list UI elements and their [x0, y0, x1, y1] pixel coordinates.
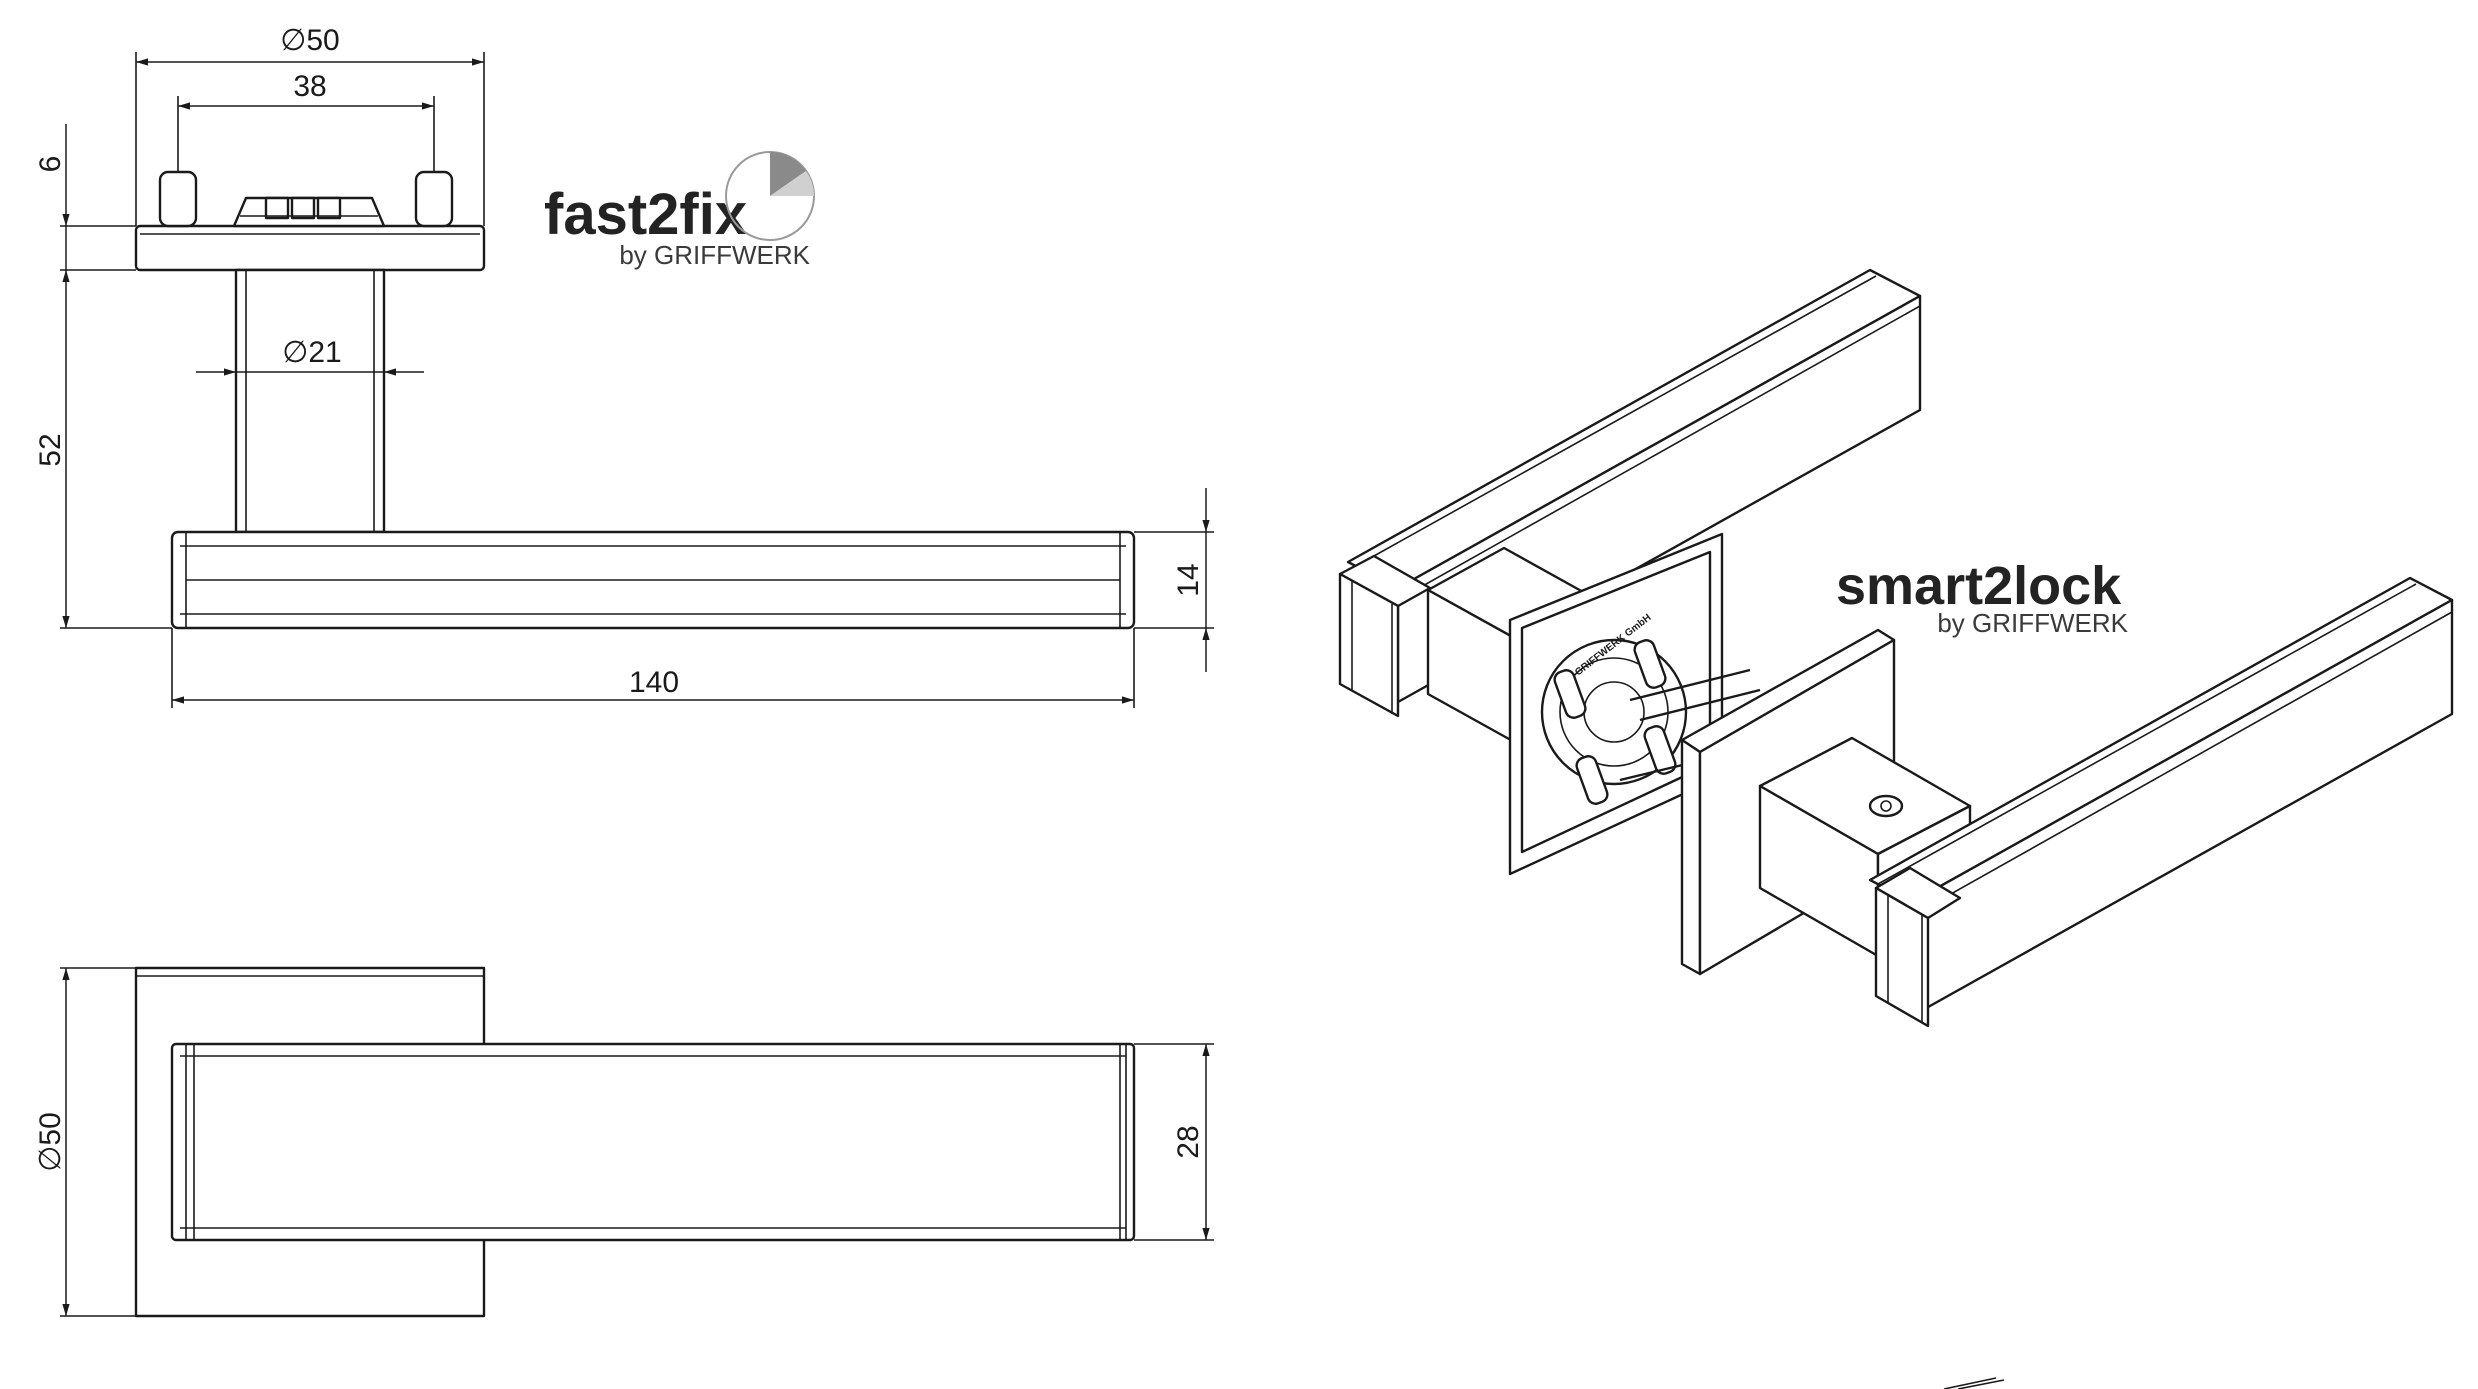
- sketch-fragment: [1943, 1377, 2005, 1389]
- dim-handle-length: 140: [629, 666, 679, 699]
- fast2fix-name: fast2fix: [544, 182, 747, 247]
- rose-plate: [134, 224, 486, 272]
- smart2lock-name: smart2lock: [1836, 556, 2122, 616]
- lower-lever-cap: [1874, 866, 1962, 1028]
- fixing-pin-left: [158, 170, 198, 228]
- dim-handle-thickness: 14: [1172, 563, 1205, 596]
- upper-lever-cap: [1338, 554, 1432, 718]
- clip-mechanism: [232, 196, 386, 228]
- dim-pin-spacing: 38: [293, 70, 326, 103]
- fixing-pin-right: [414, 170, 454, 228]
- fast2fix-byline: by GRIFFWERK: [619, 240, 810, 270]
- dim-handle-width: 28: [1172, 1125, 1205, 1158]
- isometric-assembly: GRIFFWERK GmbH: [1338, 268, 2454, 1028]
- dim-rose-thickness: 6: [34, 156, 67, 173]
- fast2fix-logo: fast2fix by GRIFFWERK: [544, 151, 815, 270]
- lever-top-face: [170, 1042, 1136, 1242]
- dim-rose-diameter-side: ∅50: [34, 1112, 67, 1172]
- fast2fix-quadrant-icon: [725, 151, 815, 241]
- plan-view: ∅50 28: [34, 966, 1214, 1318]
- handle-neck: [234, 268, 386, 534]
- lower-lever: [1868, 576, 2454, 1018]
- set-screw: [1868, 794, 1904, 818]
- dim-rose-diameter-top: ∅50: [280, 24, 340, 57]
- rose-with-clip: GRIFFWERK GmbH: [1508, 532, 1724, 876]
- side-elevation-view: ∅50 38 6 52 ∅21 14 140: [34, 24, 1214, 708]
- dim-neck-height: 52: [34, 433, 67, 466]
- dim-neck-diameter: ∅21: [282, 336, 342, 369]
- smart2lock-byline: by GRIFFWERK: [1937, 608, 2128, 638]
- smart2lock-logo: smart2lock by GRIFFWERK: [1836, 556, 2129, 638]
